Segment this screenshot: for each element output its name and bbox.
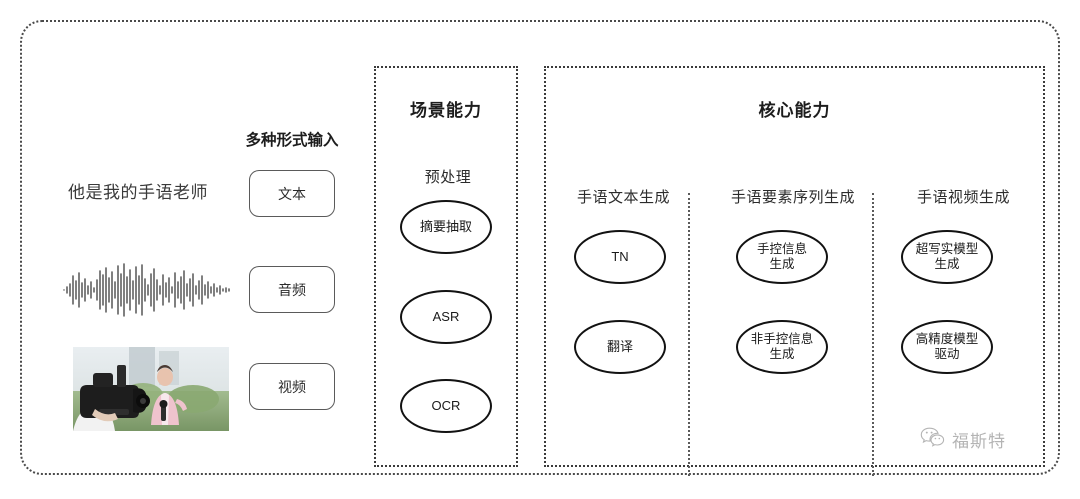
diagram-card: 多种形式输入 他是我的手语老师	[20, 20, 1060, 476]
core-section-title: 核心能力	[758, 101, 831, 120]
core-column-sign-element-sequence: 手语要素序列生成	[713, 188, 873, 208]
core-column-label-sign-video: 手语视频生成	[916, 189, 1010, 206]
core-column-label-sign-element-sequence: 手语要素序列生成	[730, 189, 855, 206]
sample-sentence-text: 他是我的手语老师	[68, 183, 208, 202]
watermark: 福斯特	[920, 427, 1006, 452]
core-divider-1	[688, 193, 690, 476]
scenario-section-title: 场景能力	[410, 101, 482, 120]
core-divider-2	[872, 193, 874, 476]
node-high-precision-model-driving[interactable]: 高精度模型驱动	[901, 320, 993, 374]
scenario-column-preprocess: 预处理	[375, 168, 521, 188]
node-translation[interactable]: 翻译	[574, 320, 666, 374]
node-manual-info-generation[interactable]: 手控信息生成	[736, 230, 828, 284]
watermark-text: 福斯特	[952, 432, 1006, 451]
core-column-sign-text: 手语文本生成	[551, 188, 696, 208]
input-button-video[interactable]: 视频	[249, 363, 335, 410]
scenario-column-label: 预处理	[424, 169, 472, 186]
core-column-label-sign-text: 手语文本生成	[576, 189, 670, 206]
wechat-icon	[920, 427, 946, 452]
audio-waveform-icon	[62, 262, 232, 318]
input-button-audio[interactable]: 音频	[249, 266, 335, 313]
input-button-text[interactable]: 文本	[249, 170, 335, 217]
core-column-sign-video: 手语视频生成	[886, 188, 1041, 208]
video-thumbnail	[73, 347, 229, 431]
input-panel-heading: 多种形式输入	[245, 132, 339, 149]
node-hyperrealistic-model-generation[interactable]: 超写实模型生成	[901, 230, 993, 284]
node-non-manual-info-generation[interactable]: 非手控信息生成	[736, 320, 828, 374]
node-ocr[interactable]: OCR	[400, 379, 492, 433]
node-abstract-extraction[interactable]: 摘要抽取	[400, 200, 492, 254]
node-tn[interactable]: TN	[574, 230, 666, 284]
node-asr[interactable]: ASR	[400, 290, 492, 344]
